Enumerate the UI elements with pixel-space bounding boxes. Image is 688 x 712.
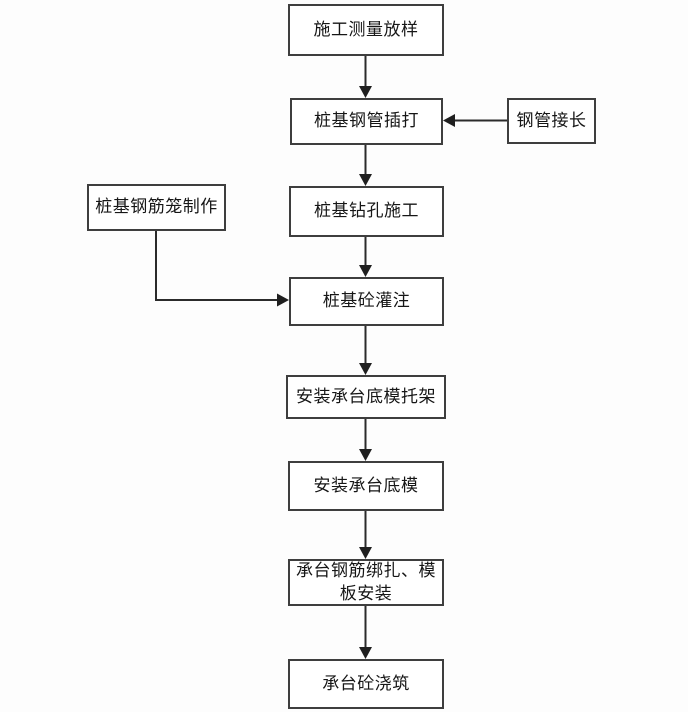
flow-node-label: 桩基钻孔施工 (314, 201, 419, 221)
arrow-cap-rebar-to-cap-pour (359, 606, 372, 659)
flow-node-cap-formwork: 安装承台底模 (288, 461, 444, 511)
flow-node-pipe-extension: 钢管接长 (507, 98, 596, 144)
flow-node-cap-pour: 承台砼浇筑 (288, 659, 444, 709)
flow-node-cap-rebar-formwork: 承台钢筋绑扎、模板安装 (288, 559, 444, 606)
flow-node-label: 钢管接长 (516, 110, 587, 130)
flow-node-survey-layout: 施工测量放样 (288, 4, 444, 56)
arrow-pile-concrete-to-cap-bracket (359, 326, 372, 375)
flow-node-label: 桩基砼灌注 (322, 291, 411, 311)
arrow-drilling-to-pile-concrete (359, 237, 372, 277)
flow-node-label: 安装承台底模托架 (296, 386, 436, 406)
arrow-pipe-extend-to-pipe-driving (443, 114, 507, 127)
flow-node-label: 桩基钢筋笼制作 (95, 197, 218, 217)
arrow-pipe-driving-to-drilling (359, 145, 372, 186)
flow-node-label: 施工测量放样 (313, 19, 419, 39)
flow-node-pile-concrete: 桩基砼灌注 (289, 277, 444, 326)
flow-node-rebar-cage: 桩基钢筋笼制作 (87, 184, 226, 231)
flow-node-pipe-driving: 桩基钢管插打 (290, 98, 443, 145)
flow-node-cap-bracket: 安装承台底模托架 (286, 375, 446, 419)
flow-node-label: 桩基钢管插打 (314, 111, 419, 131)
arrow-cap-bracket-to-cap-formwork (359, 419, 372, 461)
flow-node-drilling: 桩基钻孔施工 (289, 186, 444, 237)
flow-node-label: 承台砼浇筑 (322, 673, 410, 693)
arrow-cap-formwork-to-cap-rebar (359, 511, 372, 559)
arrow-survey-to-pipe-driving (359, 56, 372, 98)
flow-node-label: 承台钢筋绑扎、模板安装 (296, 561, 436, 603)
flow-node-label: 安装承台底模 (313, 475, 419, 495)
arrow-rebar-cage-to-pile-concrete (155, 231, 289, 307)
